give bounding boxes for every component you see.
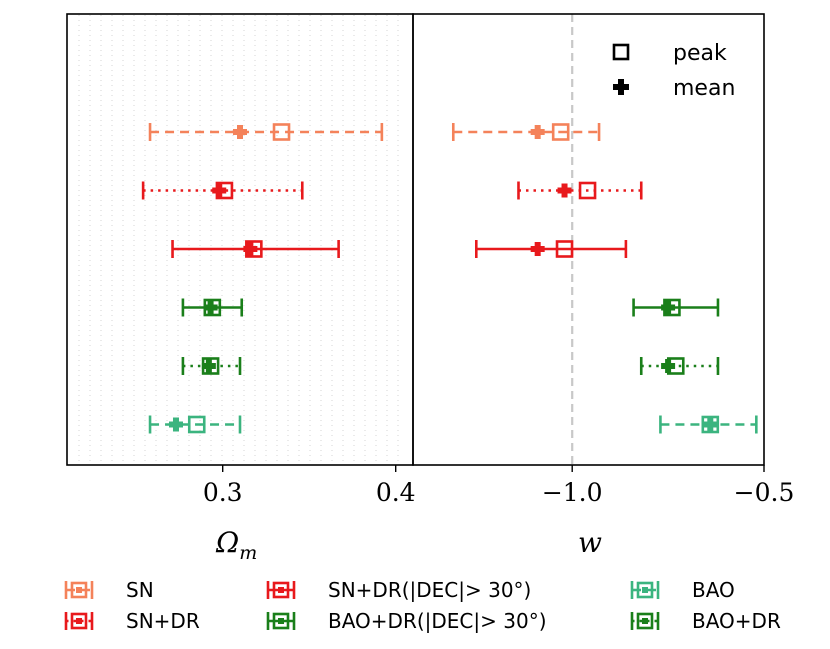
w-errorbar [659,415,758,434]
w-peak-marker [551,123,570,141]
w-peak-marker [555,240,574,258]
grid-lines [78,15,399,464]
legend-mean-marker [278,618,284,624]
legend-peak-marker [70,612,88,630]
omega-axis-label: Ωm [215,526,257,564]
axis-ticks: 0.3 0.4 −1.0 −0.5 [203,465,795,507]
w-errorbar [474,240,628,258]
marker-legend: peak mean [612,41,735,101]
legend-peak-marker [70,581,88,599]
w-mean-marker [530,242,545,256]
omega-mean-marker [168,417,183,432]
legend-mean-marker [278,587,284,593]
omega-errorbar [141,181,304,200]
omega-errorbar [181,357,242,375]
w-mean-marker [557,183,572,198]
legend-entry: BAO+DR(|DEC|> 30°) [266,609,547,633]
omega-errorbar [181,298,244,317]
legend-entry: BAO [630,578,735,602]
w-peak-marker [701,415,720,434]
omega-panel-frame [66,13,414,466]
legend-peak-marker [272,612,290,630]
omega-errorbar [148,415,242,434]
omega-axis-label-sub: m [239,542,257,564]
legend-label: SN [126,578,154,602]
legend-label: BAO+DR [692,609,781,633]
legend-mean-marker [642,618,648,624]
omega-mean-marker [201,359,216,373]
w-errorbar [639,357,720,375]
legend-label: BAO+DR(|DEC|> 30°) [328,609,547,633]
omega-axis-label-main: Ω [215,526,239,559]
omega-tick-label: 0.4 [376,478,416,507]
errorbar-marks [141,123,758,434]
legend-label: SN+DR [126,609,200,633]
legend-label: BAO [692,578,735,602]
mean-marker-icon [613,79,629,95]
series-legend: SN SN+DR(|DEC|> 30°) BAO SN+DR BAO+DR(|DEC|>… [64,578,781,633]
omega-errorbar [148,123,384,141]
omega-peak-marker [272,123,291,141]
omega-tick-label: 0.3 [203,478,243,507]
legend-mean-marker [76,618,82,624]
legend-entry: BAO+DR [630,609,781,633]
omega-errorbar [171,240,340,258]
w-panel-frame [412,13,765,466]
marker-legend-label: mean [673,76,735,101]
legend-mean-marker [642,587,648,593]
legend-label: SN+DR(|DEC|> 30°) [328,578,531,602]
legend-peak-marker [636,581,654,599]
w-mean-marker [703,417,718,432]
marker-legend-label: peak [673,41,727,66]
omega-mean-marker [243,242,258,256]
w-mean-marker [661,300,676,315]
omega-mean-marker [212,183,227,198]
w-tick-label: −0.5 [734,478,795,507]
omega-mean-marker [233,125,247,139]
omega-mean-marker [203,300,218,315]
omega-peak-marker [187,415,206,434]
w-mean-marker [530,125,545,139]
w-mean-marker [661,359,676,373]
legend-entry: SN+DR [64,609,200,633]
legend-peak-marker [272,581,290,599]
legend-entry: SN+DR(|DEC|> 30°) [266,578,531,602]
w-tick-label: −1.0 [542,478,603,507]
legend-entry: SN [64,578,154,602]
w-errorbar [517,181,643,200]
w-errorbar [632,298,720,317]
legend-peak-marker [636,612,654,630]
w-axis-label: w [578,526,602,559]
peak-marker-icon [612,43,630,61]
w-peak-marker [578,181,597,200]
legend-mean-marker [76,587,82,593]
w-errorbar [451,123,601,141]
